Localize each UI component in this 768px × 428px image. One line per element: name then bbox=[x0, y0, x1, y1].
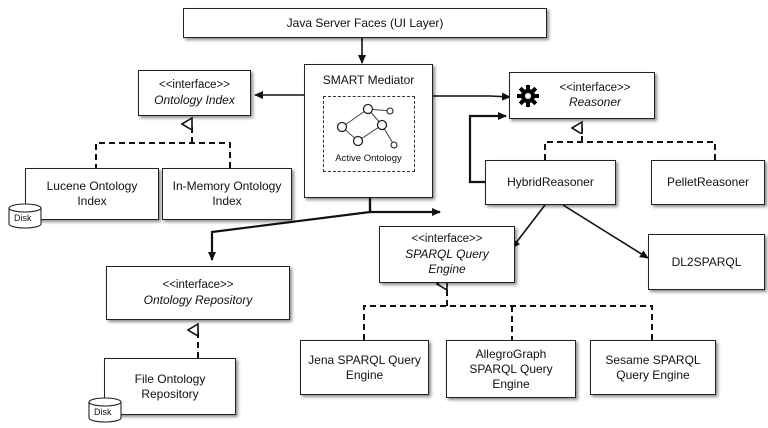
allegro-line2: SPARQL Query bbox=[469, 361, 553, 376]
smart-mediator-box: SMART Mediator Active Ontology bbox=[304, 64, 433, 198]
repository-stereotype: <<interface>> bbox=[162, 279, 234, 292]
inmemory-ontology-index-box: In-Memory Ontology Index bbox=[162, 168, 292, 220]
repository-name: Ontology Repository bbox=[143, 292, 253, 307]
lucene-disk-icon: Disk bbox=[8, 203, 42, 229]
hybrid-reasoner-label: HybridReasoner bbox=[507, 175, 594, 189]
sparql-engine-interface: <<interface>> SPARQL Query Engine bbox=[379, 226, 515, 283]
sparql-stereotype: <<interface>> bbox=[411, 233, 483, 246]
index-realization bbox=[95, 142, 231, 170]
sparql-name-line1: SPARQL Query bbox=[405, 246, 489, 261]
sesame-sparql-engine-box: Sesame SPARQL Query Engine bbox=[590, 340, 716, 395]
pellet-reasoner-label: PelletReasoner bbox=[666, 175, 750, 189]
hybrid-reasoner-box: HybridReasoner bbox=[485, 160, 616, 205]
hybrid-to-sparql-arrow bbox=[511, 204, 546, 249]
jena-sparql-engine-box: Jena SPARQL Query Engine bbox=[300, 340, 429, 395]
file-repo-line1: File Ontology bbox=[134, 371, 206, 386]
sparql-name-line2: Engine bbox=[428, 261, 466, 276]
lucene-disk-label: Disk bbox=[14, 213, 32, 223]
mediator-title: SMART Mediator bbox=[322, 73, 415, 87]
jsf-label: Java Server Faces (UI Layer) bbox=[286, 15, 444, 30]
hybrid-to-reasoner-arrow bbox=[468, 112, 507, 184]
allegro-line1: AllegroGraph bbox=[475, 346, 547, 361]
jsf-box: Java Server Faces (UI Layer) bbox=[183, 8, 547, 38]
ontology-index-name: Ontology Index bbox=[154, 92, 235, 107]
reasoner-realization bbox=[544, 141, 716, 160]
lucene-line1: Lucene Ontology bbox=[46, 179, 138, 193]
ontology-graph-icon bbox=[336, 103, 398, 149]
reasoner-name: Reasoner bbox=[568, 95, 621, 110]
sparql-realization bbox=[363, 305, 653, 340]
allegrograph-sparql-engine-box: AllegroGraph SPARQL Query Engine bbox=[446, 340, 576, 398]
mediator-to-reasoner-arrow bbox=[432, 92, 511, 101]
hybrid-to-dl2sparql-arrow bbox=[562, 204, 649, 259]
mediator-to-sparql-arrow bbox=[368, 198, 441, 216]
gear-icon bbox=[517, 85, 539, 107]
allegro-line3: Engine bbox=[492, 376, 530, 391]
file-repo-disk-label: Disk bbox=[94, 407, 112, 417]
jena-line2: Engine bbox=[345, 367, 384, 382]
lucene-ontology-index-box: Lucene Ontology Index bbox=[25, 168, 159, 220]
file-repo-line2: Repository bbox=[141, 386, 199, 401]
inmemory-line2: Index bbox=[212, 194, 242, 208]
active-ontology-box: Active Ontology bbox=[322, 96, 415, 172]
sesame-line1: Sesame SPARQL bbox=[605, 352, 701, 367]
lucene-line2: Index bbox=[77, 194, 107, 208]
pellet-reasoner-box: PelletReasoner bbox=[651, 160, 765, 205]
inmemory-line1: In-Memory Ontology bbox=[172, 179, 282, 193]
dl2sparql-label: DL2SPARQL bbox=[671, 254, 742, 269]
sesame-line2: Query Engine bbox=[616, 367, 690, 382]
reasoner-interface: <<interface>> Reasoner bbox=[509, 72, 655, 119]
ontology-repository-interface: <<interface>> Ontology Repository bbox=[106, 266, 290, 320]
ontology-index-stereotype: <<interface>> bbox=[159, 79, 230, 92]
jena-line1: Jena SPARQL Query bbox=[308, 352, 421, 367]
active-ontology-label: Active Ontology bbox=[335, 153, 402, 165]
file-repo-disk-icon: Disk bbox=[88, 397, 122, 423]
ontology-index-interface: <<interface>> Ontology Index bbox=[138, 70, 251, 116]
dl2sparql-box: DL2SPARQL bbox=[648, 234, 765, 290]
file-ontology-repository-box: File Ontology Repository bbox=[104, 358, 236, 415]
reasoner-stereotype: <<interface>> bbox=[559, 81, 631, 94]
